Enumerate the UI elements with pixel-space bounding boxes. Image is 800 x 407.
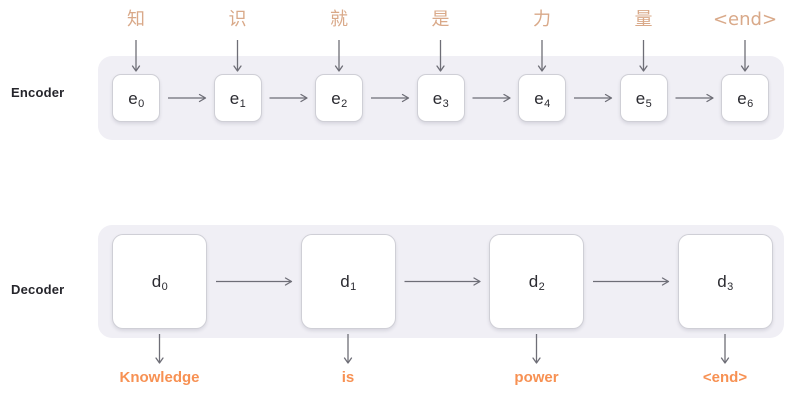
encoder-input-token-1: 识 xyxy=(228,9,247,30)
encoder-input-token-5: 量 xyxy=(634,9,653,30)
encoder-row-label: Encoder xyxy=(11,85,65,100)
encoder-cell-4[interactable]: e4 xyxy=(518,74,566,122)
decoder-cell-3-label: d3 xyxy=(717,272,734,293)
decoder-cell-2-label: d2 xyxy=(528,272,545,293)
decoder-cell-2[interactable]: d2 xyxy=(489,234,584,329)
encoder-cell-5[interactable]: e5 xyxy=(619,74,668,122)
encoder-input-token-4: 力 xyxy=(533,9,551,30)
encoder-cell-6-label: e6 xyxy=(737,88,754,110)
decoder-cell-1[interactable]: d1 xyxy=(300,234,396,329)
decoder-output-token-1: is xyxy=(341,369,355,386)
decoder-output-token-2: power xyxy=(514,369,559,386)
encoder-cell-0-label: e0 xyxy=(128,88,145,110)
encoder-cell-2[interactable]: e2 xyxy=(315,74,363,122)
encoder-input-token-3: 是 xyxy=(431,9,450,30)
decoder-cell-1-label: d1 xyxy=(340,272,357,293)
encoder-input-token-6: <end> xyxy=(712,9,778,30)
decoder-row-label: Decoder xyxy=(11,282,65,297)
encoder-cell-3[interactable]: e3 xyxy=(416,74,465,122)
encoder-cell-2-label: e2 xyxy=(331,88,348,110)
decoder-cell-0[interactable]: d0 xyxy=(112,234,207,329)
encoder-cell-5-label: e5 xyxy=(635,88,652,110)
decoder-cell-3[interactable]: d3 xyxy=(677,234,773,329)
encoder-input-token-2: 就 xyxy=(330,9,348,30)
encoder-cell-0[interactable]: e0 xyxy=(112,74,160,122)
encoder-cell-3-label: e3 xyxy=(432,88,449,110)
encoder-cell-1-label: e1 xyxy=(229,88,246,110)
decoder-output-token-3: <end> xyxy=(702,369,748,386)
decoder-output-token-0: Knowledge xyxy=(119,369,200,386)
encoder-cell-4-label: e4 xyxy=(534,88,551,110)
encoder-input-token-0: 知 xyxy=(127,9,145,30)
encoder-cell-6[interactable]: e6 xyxy=(721,74,769,122)
encoder-cell-1[interactable]: e1 xyxy=(213,74,262,122)
decoder-cell-0-label: d0 xyxy=(151,272,168,293)
